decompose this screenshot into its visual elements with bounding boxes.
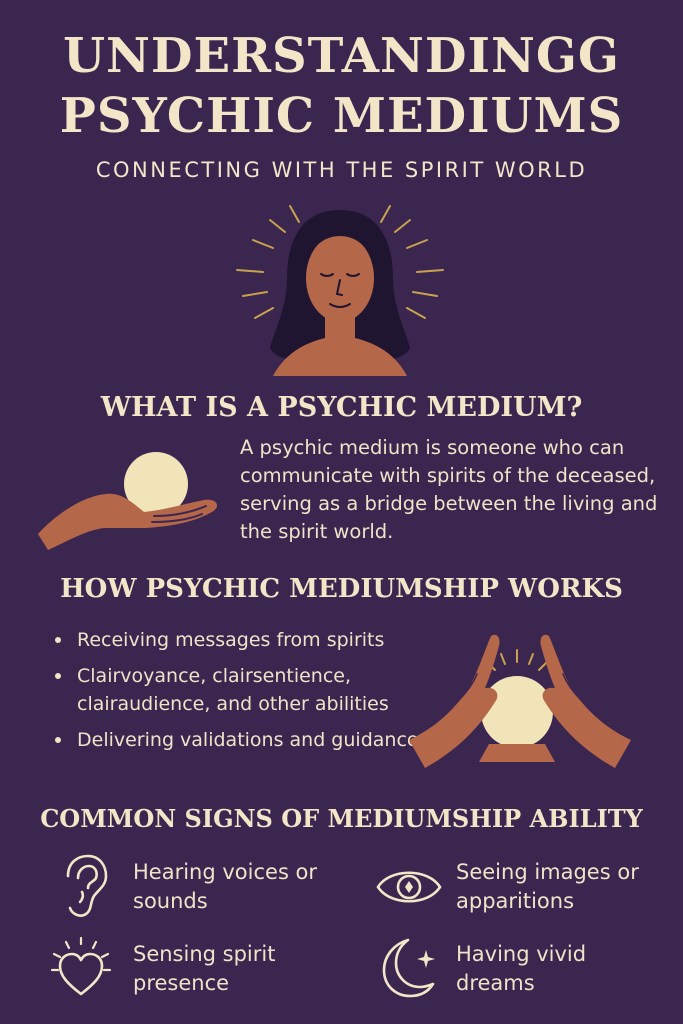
hand-holding-orb-illustration bbox=[38, 452, 218, 550]
hands-crystal-ball-illustration bbox=[409, 634, 631, 768]
section-heading-how: HOW PSYCHIC MEDIUMSHIP WORKS bbox=[60, 574, 623, 604]
subtitle: CONNECTING WITH THE SPIRIT WORLD bbox=[95, 158, 588, 182]
sign-item-label: Sensing spirit presence bbox=[133, 942, 276, 995]
moon-icon bbox=[382, 938, 435, 998]
orb-icon bbox=[124, 452, 188, 516]
eye-icon bbox=[376, 871, 442, 903]
sign-item-label: Hearing voices or sounds bbox=[133, 860, 318, 913]
how-list-item: Delivering validations and guidance bbox=[55, 726, 435, 754]
what-description: A psychic medium is someone who can comm… bbox=[240, 436, 658, 543]
crystal-ball-icon bbox=[481, 676, 553, 748]
how-list-item: Receiving messages from spirits bbox=[55, 626, 435, 654]
sparkle-icon bbox=[417, 950, 435, 968]
title-line-2: PSYCHIC MEDIUMS bbox=[59, 88, 624, 144]
title-line-1: UNDERSTANDINGG bbox=[63, 28, 620, 84]
sign-item-label: Having vivid dreams bbox=[456, 942, 587, 995]
medium-portrait-illustration bbox=[236, 205, 444, 376]
section-heading-signs: COMMON SIGNS OF MEDIUMSHIP ABILITY bbox=[40, 804, 643, 833]
radiance-rays bbox=[236, 205, 444, 319]
heart-icon bbox=[50, 936, 112, 996]
section-heading-what: WHAT IS A PSYCHIC MEDIUM? bbox=[100, 392, 583, 423]
ear-icon bbox=[66, 854, 108, 917]
how-list-item: Clairvoyance, clairsentience, clairaudie… bbox=[55, 662, 435, 718]
how-list: Receiving messages from spirits Clairvoy… bbox=[55, 626, 435, 762]
sign-item-label: Seeing images or apparitions bbox=[456, 860, 639, 913]
